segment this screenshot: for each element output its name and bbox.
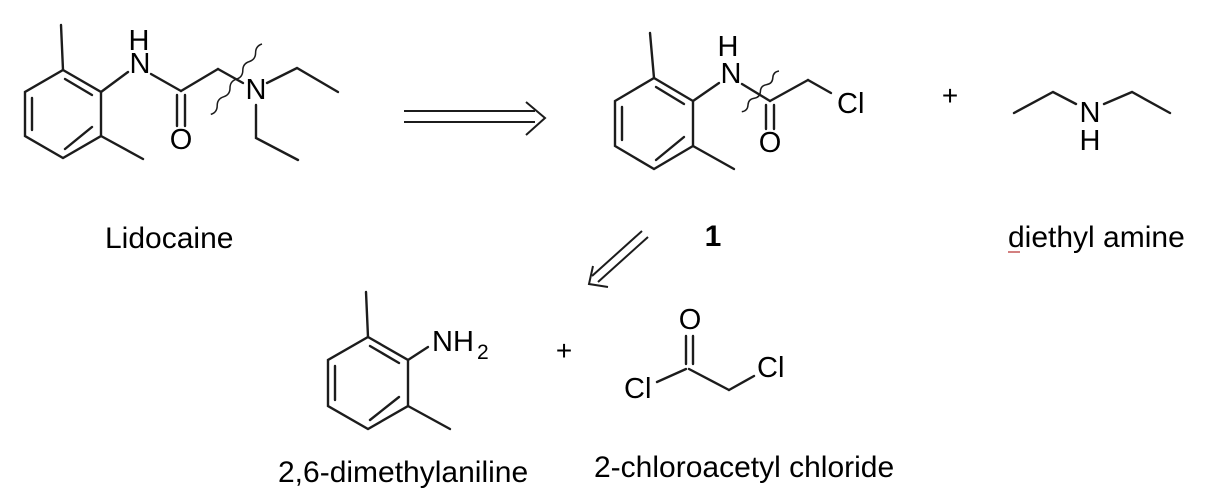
methyl-bond-top	[364, 290, 370, 339]
amine-n-label: N	[246, 74, 267, 106]
methyl-bond-top	[59, 23, 65, 72]
compound-1-structure: H N O Cl 1	[613, 31, 864, 253]
ring-double-bond	[63, 77, 94, 97]
compound-1-name: 1	[705, 220, 722, 253]
benzene-ring	[326, 335, 410, 431]
ring-double-bond	[654, 135, 686, 162]
amide-n-label: N	[721, 58, 742, 90]
plus-operator-top: +	[942, 80, 958, 111]
methyl-bond-bottom	[406, 404, 452, 431]
ring-double-bond	[654, 85, 686, 106]
ring-double-bond	[63, 125, 94, 151]
ethyl-group-upper	[265, 66, 340, 94]
amide-n-label: N	[130, 48, 151, 80]
benzene-ring	[23, 68, 103, 160]
carbonyl-to-ch2-bond	[687, 367, 731, 392]
n-to-carbonyl-bond	[740, 82, 772, 103]
amide-h-label: H	[718, 31, 739, 63]
cl-to-carbonyl-bond	[655, 367, 688, 384]
carbonyl-double-bond	[175, 93, 187, 128]
carbonyl-o-label: O	[759, 127, 782, 159]
carbonyl-to-ch2-bond	[768, 78, 810, 103]
arrow-shaft	[591, 230, 649, 283]
ethyl-group-right	[1102, 90, 1172, 115]
arrow-head	[525, 101, 547, 136]
carbonyl-o-label: O	[170, 124, 193, 156]
amine-h-label: H	[1080, 125, 1101, 157]
methyl-bond-bottom	[691, 144, 736, 171]
methyl-bond-bottom	[99, 134, 145, 161]
arrow-head	[587, 265, 609, 288]
ring-to-n-bond	[691, 81, 721, 103]
ring-to-nh2-bond	[406, 345, 430, 362]
cl-left-label: Cl	[624, 373, 651, 405]
carbonyl-o-label: O	[679, 304, 702, 336]
n-to-carbonyl-bond	[149, 72, 183, 93]
dimethylaniline-name: 2,6-dimethylaniline	[278, 456, 528, 489]
lidocaine-name: Lidocaine	[105, 222, 233, 255]
ring-to-n-bond	[99, 70, 130, 94]
ring-double-bond	[368, 395, 401, 422]
ethyl-group-lower	[254, 103, 300, 162]
disconnection-wavy-bond	[210, 43, 263, 116]
disconnection-wavy-bond	[741, 70, 780, 113]
dimethylaniline-structure: NH 2 2,6-dimethylaniline	[278, 290, 528, 489]
chloro-label: Cl	[837, 88, 864, 120]
chloroacetyl-chloride-name: 2-chloroacetyl chloride	[594, 451, 894, 484]
ch2-to-cl-bond	[727, 374, 756, 392]
retrosynthetic-arrow-diagonal	[587, 230, 649, 288]
cl-right-label: Cl	[757, 352, 784, 384]
lidocaine-structure: H N O N Lidocaine	[23, 23, 340, 255]
diethylamine-structure: N H diethyl amine	[1008, 90, 1185, 254]
ethyl-group-left	[1012, 90, 1078, 115]
plus-operator-bottom: +	[556, 335, 572, 366]
carbonyl-to-ch2-bond	[179, 67, 220, 93]
diethylamine-name: diethyl amine	[1008, 221, 1185, 254]
methyl-bond-top	[648, 31, 656, 80]
benzene-ring	[613, 76, 695, 171]
retrosynthetic-arrow-main	[404, 101, 547, 136]
amine-nh-subscript: 2	[477, 341, 489, 364]
ch2-to-amine-bond	[216, 67, 245, 85]
amine-nh-label: NH	[432, 326, 474, 358]
amine-n-label: N	[1080, 97, 1101, 129]
ch2-to-cl-bond	[806, 78, 833, 95]
arrow-shaft	[404, 110, 535, 123]
chloroacetyl-chloride-structure: O Cl Cl 2-chloroacetyl chloride	[594, 304, 894, 484]
amide-h-label: H	[129, 25, 150, 57]
ring-double-bond	[368, 344, 401, 365]
carbonyl-double-bond	[764, 103, 776, 131]
carbonyl-double-bond	[684, 334, 695, 366]
